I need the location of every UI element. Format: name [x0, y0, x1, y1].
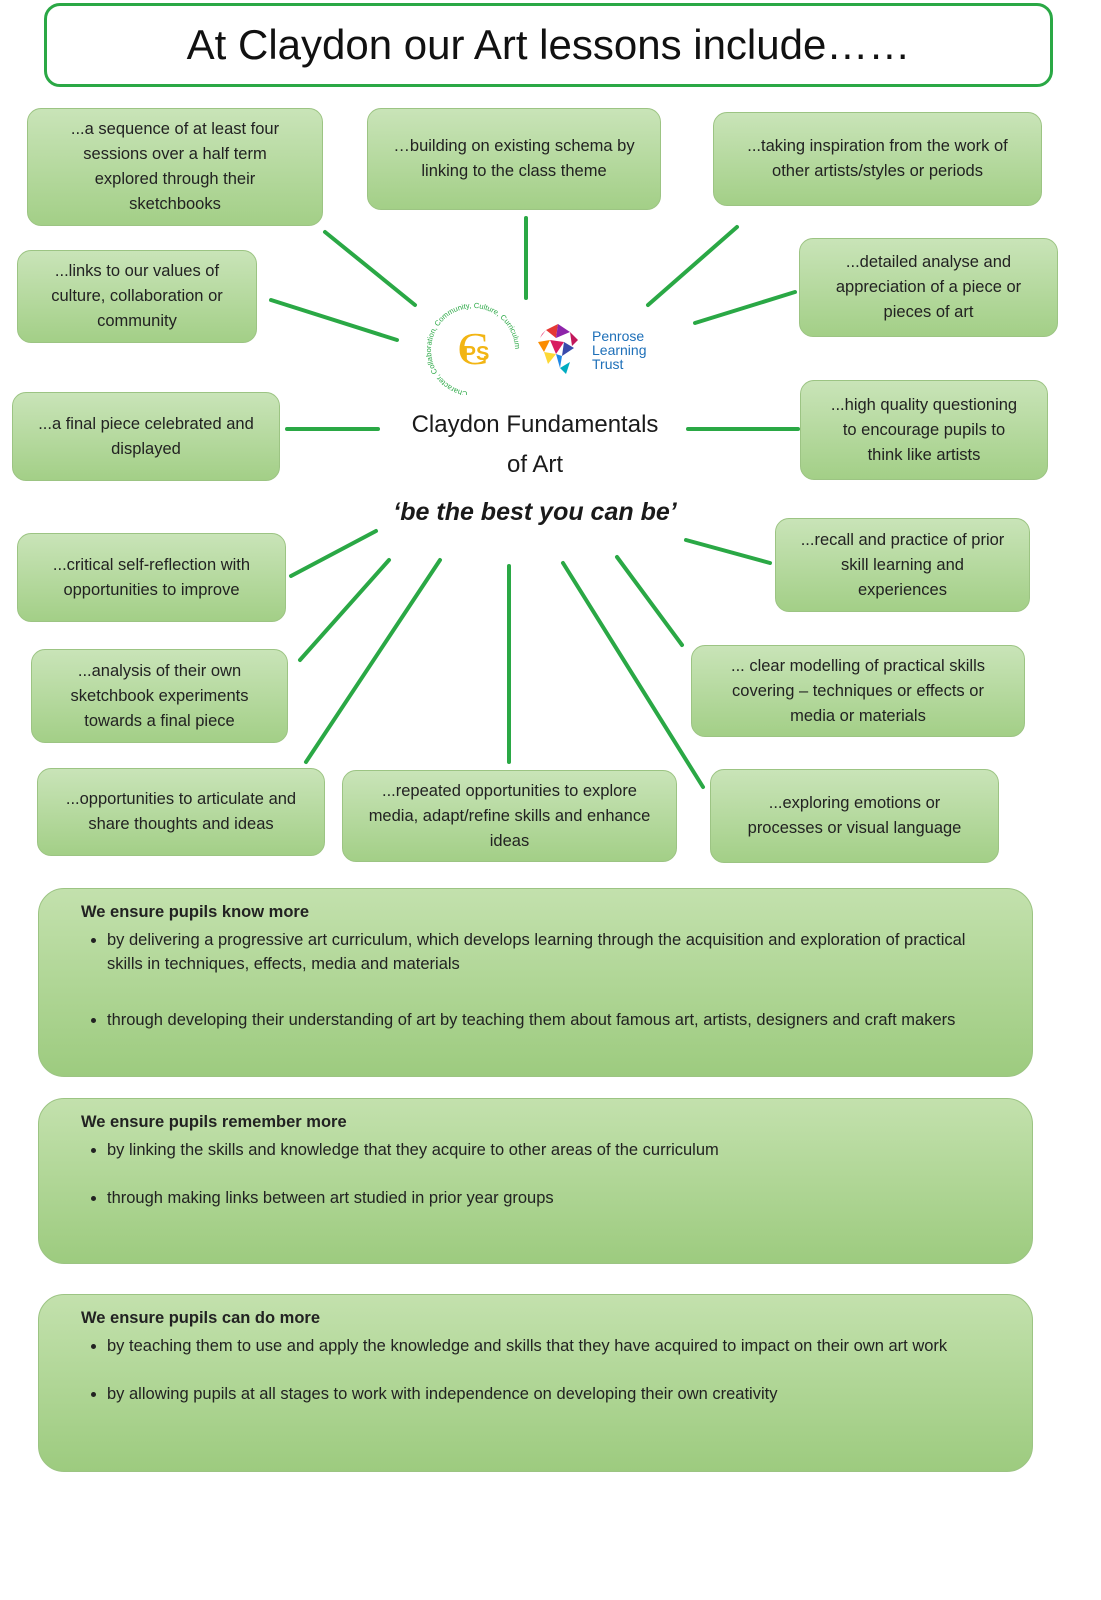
motto: ‘be the best you can be’ — [393, 498, 677, 526]
spoke-box: …building on existing schema by linking … — [367, 108, 661, 210]
spoke-box: ...detailed analyse and appreciation of … — [799, 238, 1058, 337]
connector-line — [684, 538, 772, 565]
bullet-list: by teaching them to use and apply the kn… — [81, 1334, 992, 1406]
spoke-box: ...taking inspiration from the work of o… — [713, 112, 1042, 206]
section-heading: We ensure pupils know more — [81, 903, 309, 921]
section-heading: We ensure pupils can do more — [81, 1309, 321, 1327]
spoke-box: ...critical self-reflection with opportu… — [17, 533, 286, 622]
list-item: by allowing pupils at all stages to work… — [107, 1382, 992, 1406]
page-title: At Claydon our Art lessons include…… — [44, 3, 1053, 87]
info-section-do: We ensure pupils can do more by teaching… — [38, 1294, 1033, 1472]
connector-line — [269, 298, 399, 342]
connector-line — [298, 558, 391, 662]
trust-name: Penrose Learning Trust — [592, 328, 647, 372]
spoke-box: ...analysis of their own sketchbook expe… — [31, 649, 288, 743]
penrose-trust-logo — [538, 324, 578, 374]
spoke-box: ...repeated opportunities to explore med… — [342, 770, 677, 862]
connector-line — [289, 529, 378, 578]
connector-line — [304, 558, 442, 764]
spoke-box: ...a sequence of at least four sessions … — [27, 108, 323, 226]
claydon-seal-icon: Character, Collaboration, Community, Cul… — [424, 301, 522, 399]
svg-text:PS: PS — [463, 343, 490, 365]
section-heading: We ensure pupils remember more — [81, 1113, 347, 1131]
spoke-box: ...recall and practice of prior skill le… — [775, 518, 1030, 612]
school-logos: Character, Collaboration, Community, Cul… — [424, 300, 656, 399]
connector-line — [323, 230, 417, 307]
connector-line — [646, 225, 739, 307]
spoke-box: ...high quality questioning to encourage… — [800, 380, 1048, 480]
connector-line — [561, 561, 705, 789]
list-item: through making links between art studied… — [107, 1186, 992, 1210]
connector-line — [615, 555, 684, 647]
spoke-box: ... clear modelling of practical skills … — [691, 645, 1025, 737]
spoke-box: ...opportunities to articulate and share… — [37, 768, 325, 856]
list-item: by delivering a progressive art curricul… — [107, 928, 992, 976]
info-section-remember: We ensure pupils remember more by linkin… — [38, 1098, 1033, 1264]
connector-line — [693, 290, 797, 325]
bullet-list: by linking the skills and knowledge that… — [81, 1138, 992, 1210]
info-section-know: We ensure pupils know more by delivering… — [38, 888, 1033, 1077]
spoke-box: ...links to our values of culture, colla… — [17, 250, 257, 343]
list-item: by linking the skills and knowledge that… — [107, 1138, 992, 1162]
list-item: through developing their understanding o… — [107, 1008, 992, 1032]
bullet-list: by delivering a progressive art curricul… — [81, 928, 992, 1032]
spoke-box: ...a final piece celebrated and displaye… — [12, 392, 280, 481]
list-item: by teaching them to use and apply the kn… — [107, 1334, 992, 1358]
center-title: Claydon Fundamentals of Art — [411, 411, 659, 478]
svg-text:C: C — [458, 323, 489, 374]
spoke-box: ...exploring emotions or processes or vi… — [710, 769, 999, 863]
